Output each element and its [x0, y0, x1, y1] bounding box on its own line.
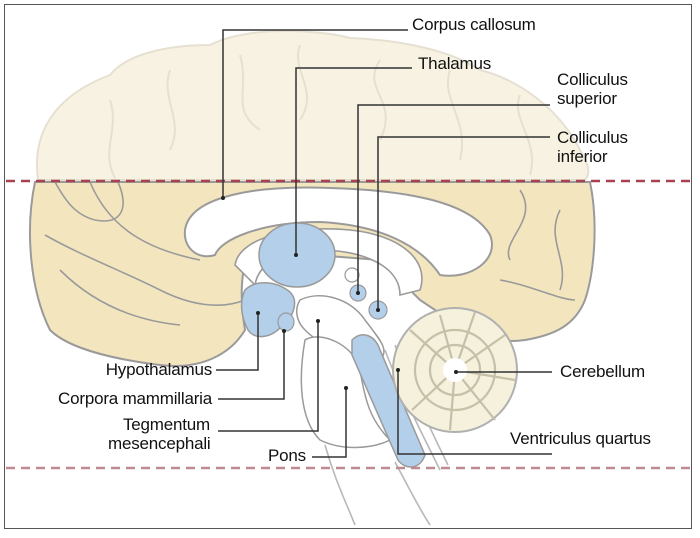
leader-hypothalamus	[216, 313, 259, 371]
corpus-callosum-shape	[183, 186, 493, 277]
cortex-gyri	[44, 181, 576, 326]
leader-corpora-mammillaria	[218, 331, 285, 400]
label-ventriculus-quartus: Ventriculus quartus	[510, 429, 651, 448]
label-thalamus: Thalamus	[418, 54, 492, 73]
leader-tegmentum	[218, 321, 319, 432]
leader-dots	[221, 196, 458, 390]
label-colliculus-inferior-line2: inferior	[557, 147, 608, 166]
leader-thalamus	[295, 67, 412, 255]
label-pons: Pons	[268, 446, 306, 465]
label-hypothalamus: Hypothalamus	[105, 360, 212, 379]
cerebrum-upper-faded	[35, 30, 590, 181]
label-colliculus-superior-line1: Colliculus	[557, 70, 628, 89]
faded-gyri	[108, 44, 533, 179]
leader-lines	[216, 29, 552, 458]
label-tegmentum-mesencephali: Tegmentum mesencephali	[108, 415, 211, 453]
cerebellum-center	[443, 358, 467, 382]
ventriculus-quartus-shape	[351, 334, 426, 468]
leader-pons	[312, 388, 347, 458]
label-tegmentum-line2: mesencephali	[108, 434, 211, 453]
label-tegmentum-line1: Tegmentum	[122, 415, 210, 434]
leader-colliculus-inferior	[377, 136, 550, 310]
corpora-mammillaria-shape	[277, 312, 295, 332]
label-cerebellum: Cerebellum	[560, 362, 645, 381]
leader-colliculus-superior	[357, 104, 550, 293]
label-colliculus-superior-line2: superior	[557, 89, 617, 108]
label-colliculus-inferior: Colliculus inferior	[557, 128, 628, 166]
leader-corpus-callosum	[222, 29, 408, 198]
leader-ventriculus-quartus	[397, 370, 552, 455]
label-colliculus-inferior-line1: Colliculus	[557, 128, 628, 147]
label-colliculus-superior: Colliculus superior	[557, 70, 628, 108]
label-corpus-callosum: Corpus callosum	[412, 15, 536, 34]
label-corpora-mammillaria: Corpora mammillaria	[58, 389, 212, 408]
pineal-shape	[344, 267, 360, 283]
